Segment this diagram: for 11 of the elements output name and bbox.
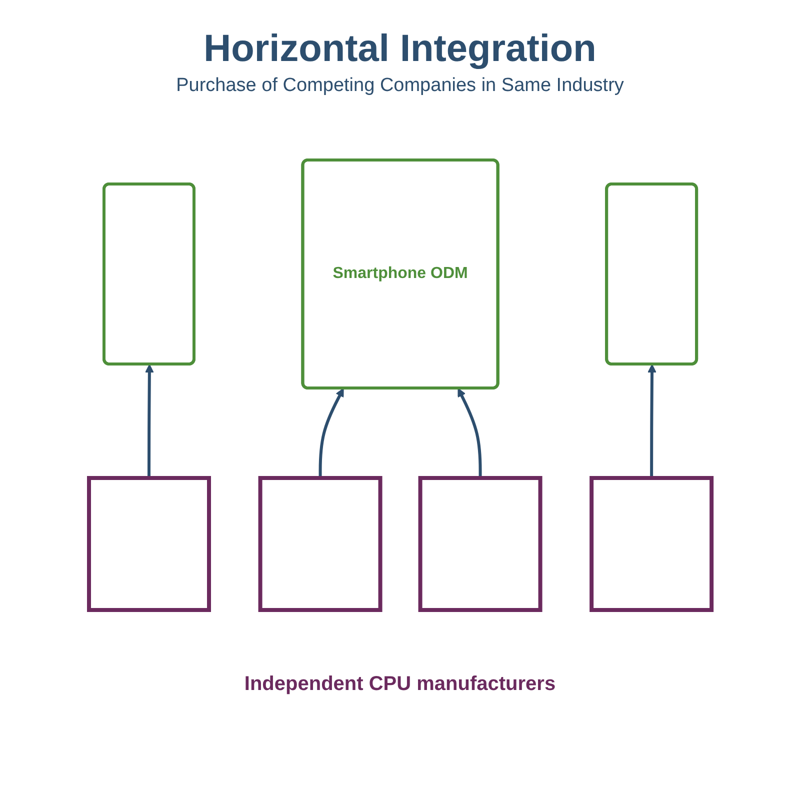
node-box [589,476,714,612]
node-box [86,476,211,612]
node-box [258,476,382,612]
group-label: Independent CPU manufacturers [244,673,556,696]
arrow [647,364,656,478]
arrow [144,364,154,478]
title: Horizontal Integration [204,28,596,71]
subtitle: Purchase of Competing Companies in Same Industry [176,75,624,97]
arrow [318,388,344,478]
arrow [457,388,482,478]
node-box [418,476,542,612]
